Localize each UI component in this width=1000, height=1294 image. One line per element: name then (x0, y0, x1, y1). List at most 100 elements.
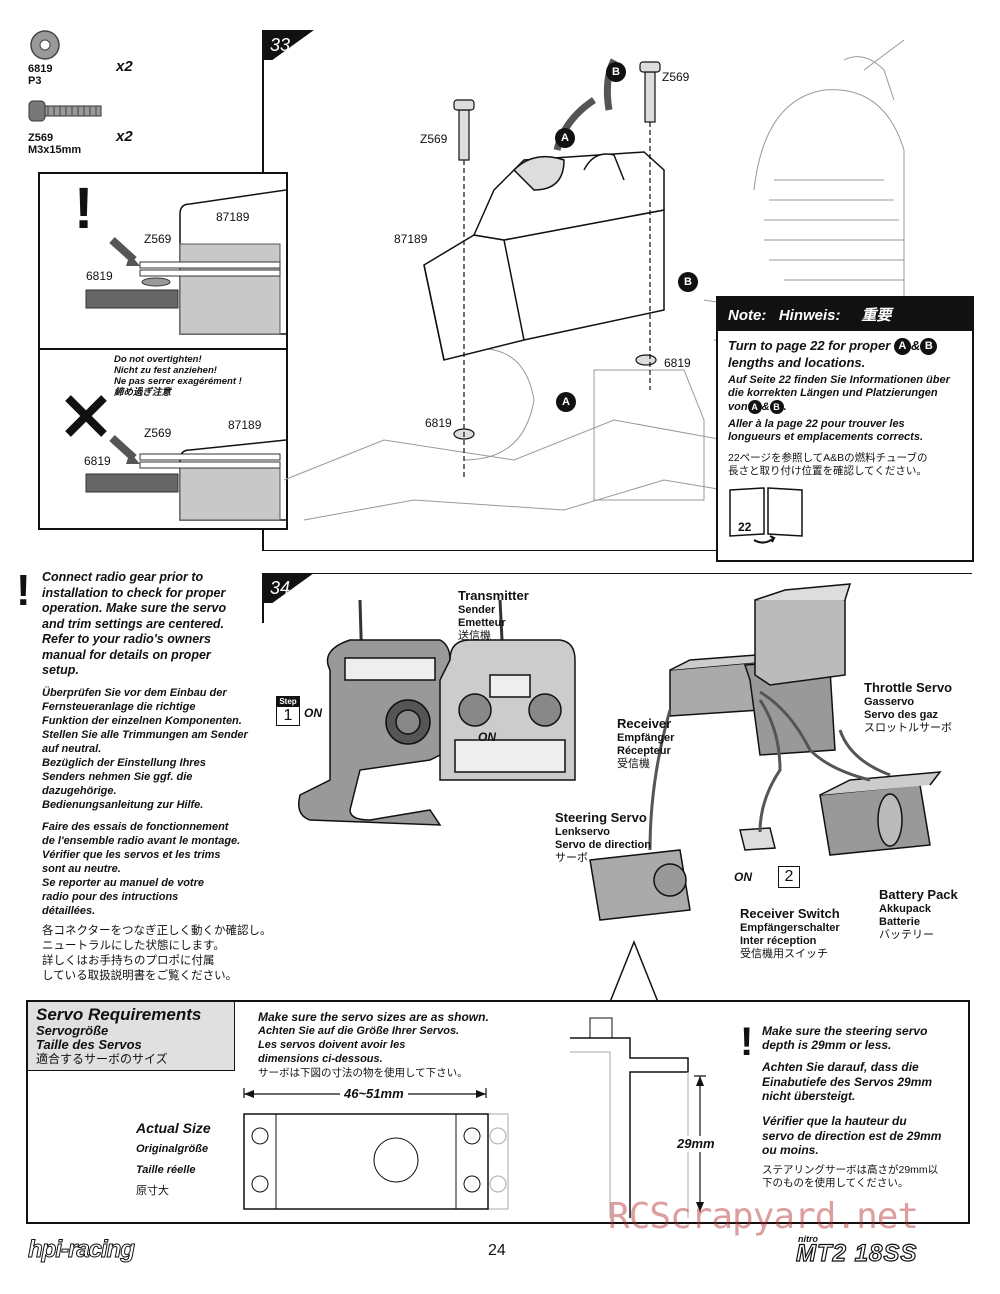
detail2-z569: Z569 (144, 426, 172, 440)
warning-en-line: setup. (42, 663, 79, 677)
diag-marker-a2: A (556, 392, 576, 412)
step-1-badge: Step 1 (276, 696, 300, 726)
note-head-de: Hinweis: (778, 307, 841, 324)
detail-correct-drawing (85, 189, 286, 335)
on-label-1: ON (304, 706, 322, 720)
radio-warning-fr: Faire des essais de fonctionnement de l'e… (42, 820, 240, 918)
warning-de-line: Senders nehmen Sie ggf. die (42, 771, 193, 783)
servo-height-label: 29mm (677, 1136, 715, 1152)
on-label-3: ON (734, 870, 752, 884)
warning-fr-line: de l'ensemble radio avant le montage. (42, 835, 241, 847)
warning-jp-line: ニュートラルにした状態にします。 (42, 940, 225, 952)
warning-fr-line: radio pour des intructions (42, 891, 179, 903)
servo-side-view (570, 1017, 706, 1218)
book-page-number: 22 (738, 520, 752, 534)
note-header: Note: Hinweis: 重要 (718, 298, 972, 331)
note-head-en: Note: (728, 307, 767, 324)
warning-fr-line: Faire des essais de fonctionnement (42, 821, 229, 833)
warning-jp-line: 詳しくはお手持ちのプロポに付属 (42, 955, 215, 967)
parts-list: 6819 P3 x2 Z569 M3x15mm x2 (28, 28, 148, 158)
book-icon (729, 487, 803, 544)
step-34-divider (262, 573, 972, 574)
warning-en-line: and trim settings are centered. (42, 616, 225, 631)
overtighten-jp: 締め過ぎ注意 (114, 387, 172, 398)
warning-en-line: Connect radio gear prior to (42, 570, 204, 584)
servo-size-note: Make sure the servo sizes are as shown. … (258, 1010, 489, 1079)
detail-wrong: Do not overtighten! Nicht zu fest anzieh… (38, 348, 288, 530)
overtighten-fr: Ne pas serrer exagérément ! (114, 376, 242, 387)
detail2-6819: 6819 (84, 454, 111, 468)
diag-marker-a1: A (555, 128, 575, 148)
detail1-87189: 87189 (216, 210, 250, 224)
warning-de-line: auf neutral. (42, 743, 102, 755)
part-z569-qty: x2 (116, 128, 133, 145)
warning-de-line: Bedienungsanleitung zur Hilfe. (42, 799, 204, 811)
warning-jp-line: している取扱説明書をご覧ください。 (42, 970, 238, 982)
warning-de-line: Überprüfen Sie vor dem Einbau der (42, 687, 227, 699)
servo-title-jp: 適合するサーボのサイズ (36, 1052, 168, 1066)
warning-de-line: dazugehörige. (42, 785, 117, 797)
step-2-badge: 2 (778, 866, 800, 888)
diag-marker-b1: B (606, 62, 626, 82)
diag-6819-a: 6819 (425, 416, 452, 430)
actual-size-label: Actual Size Originalgröße Taille réelle … (136, 1120, 211, 1197)
diag-6819-b: 6819 (664, 356, 691, 370)
warning-de-line: Bezüglich der Einstellung Ihres (42, 757, 206, 769)
note-fr: Aller à la page 22 pour trouver les long… (728, 418, 924, 443)
detail2-87189: 87189 (228, 418, 262, 432)
servo-title-box: Servo Requirements Servogröße Taille des… (28, 1002, 235, 1071)
page-number: 24 (488, 1242, 506, 1259)
warning-fr-line: sont au neutre. (42, 863, 121, 875)
hpi-racing-logo: hpi-racing (27, 1236, 135, 1264)
detail1-6819: 6819 (86, 269, 113, 283)
warning-de-line: Fernsteueranlage die richtige (42, 701, 196, 713)
warning-en-line: Refer to your radio's owners (42, 632, 211, 646)
radio-warning-icon: ! (16, 566, 31, 615)
callout-pointer (610, 940, 659, 1002)
detail-wrong-drawing (65, 395, 286, 521)
overtighten-en: Do not overtighten! (114, 354, 202, 365)
warning-en-line: operation. Make sure the servo (42, 601, 227, 615)
diag-marker-b2: B (678, 272, 698, 292)
part-z569-name: M3x15mm (28, 144, 82, 156)
servo-top-view (243, 1088, 509, 1210)
model-logo-small: nitro (798, 1234, 818, 1244)
step-33-divider (262, 550, 972, 551)
servo-width-label: 46~51mm (340, 1086, 408, 1102)
warning-mark: ! (74, 176, 94, 241)
servo-title-en: Servo Requirements (36, 1005, 202, 1024)
servo-requirements-box (26, 1000, 970, 1224)
radio-system-drawing (298, 583, 942, 921)
note-en: Turn to page 22 for proper A&B lengths a… (728, 338, 968, 371)
part-6819-name: P3 (28, 75, 42, 87)
part-6819-code: 6819 (28, 63, 53, 75)
watermark: RCScrapyard.net (608, 1196, 919, 1237)
screw-icon (28, 100, 102, 122)
diag-z569-a: Z569 (420, 132, 448, 146)
note-head-jp: 重要 (861, 307, 892, 324)
washer-icon (30, 30, 60, 60)
part-z569-code: Z569 (28, 132, 54, 144)
servo-title-fr: Taille des Servos (36, 1037, 142, 1052)
servo-title-de: Servogröße (36, 1023, 109, 1038)
depth-warning-icon: ! (740, 1020, 754, 1064)
warning-en-line: installation to check for proper (42, 585, 226, 600)
warning-jp-line: 各コネクターをつなぎ正しく動くか確認し。 (42, 925, 272, 937)
warning-de-line: Stellen Sie alle Trimmungen am Sender (42, 729, 248, 741)
note-de: Auf Seite 22 finden Sie Informationen üb… (728, 374, 950, 414)
note-jp: 22ページを参照してA&Bの燃料チューブの 長さと取り付け位置を確認してください… (728, 452, 928, 477)
note-box: Note: Hinweis: 重要 Turn to page 22 for pr… (716, 296, 974, 562)
part-6819-qty: x2 (116, 58, 133, 75)
warning-fr-line: Se reporter au manuel de votre (42, 877, 204, 889)
radio-warning-jp: 各コネクターをつなぎ正しく動くか確認し。ニュートラルにした状態にします。詳しくは… (42, 924, 272, 984)
detail1-z569: Z569 (144, 232, 172, 246)
detail-correct: ! Z569 6819 87189 (38, 172, 288, 352)
